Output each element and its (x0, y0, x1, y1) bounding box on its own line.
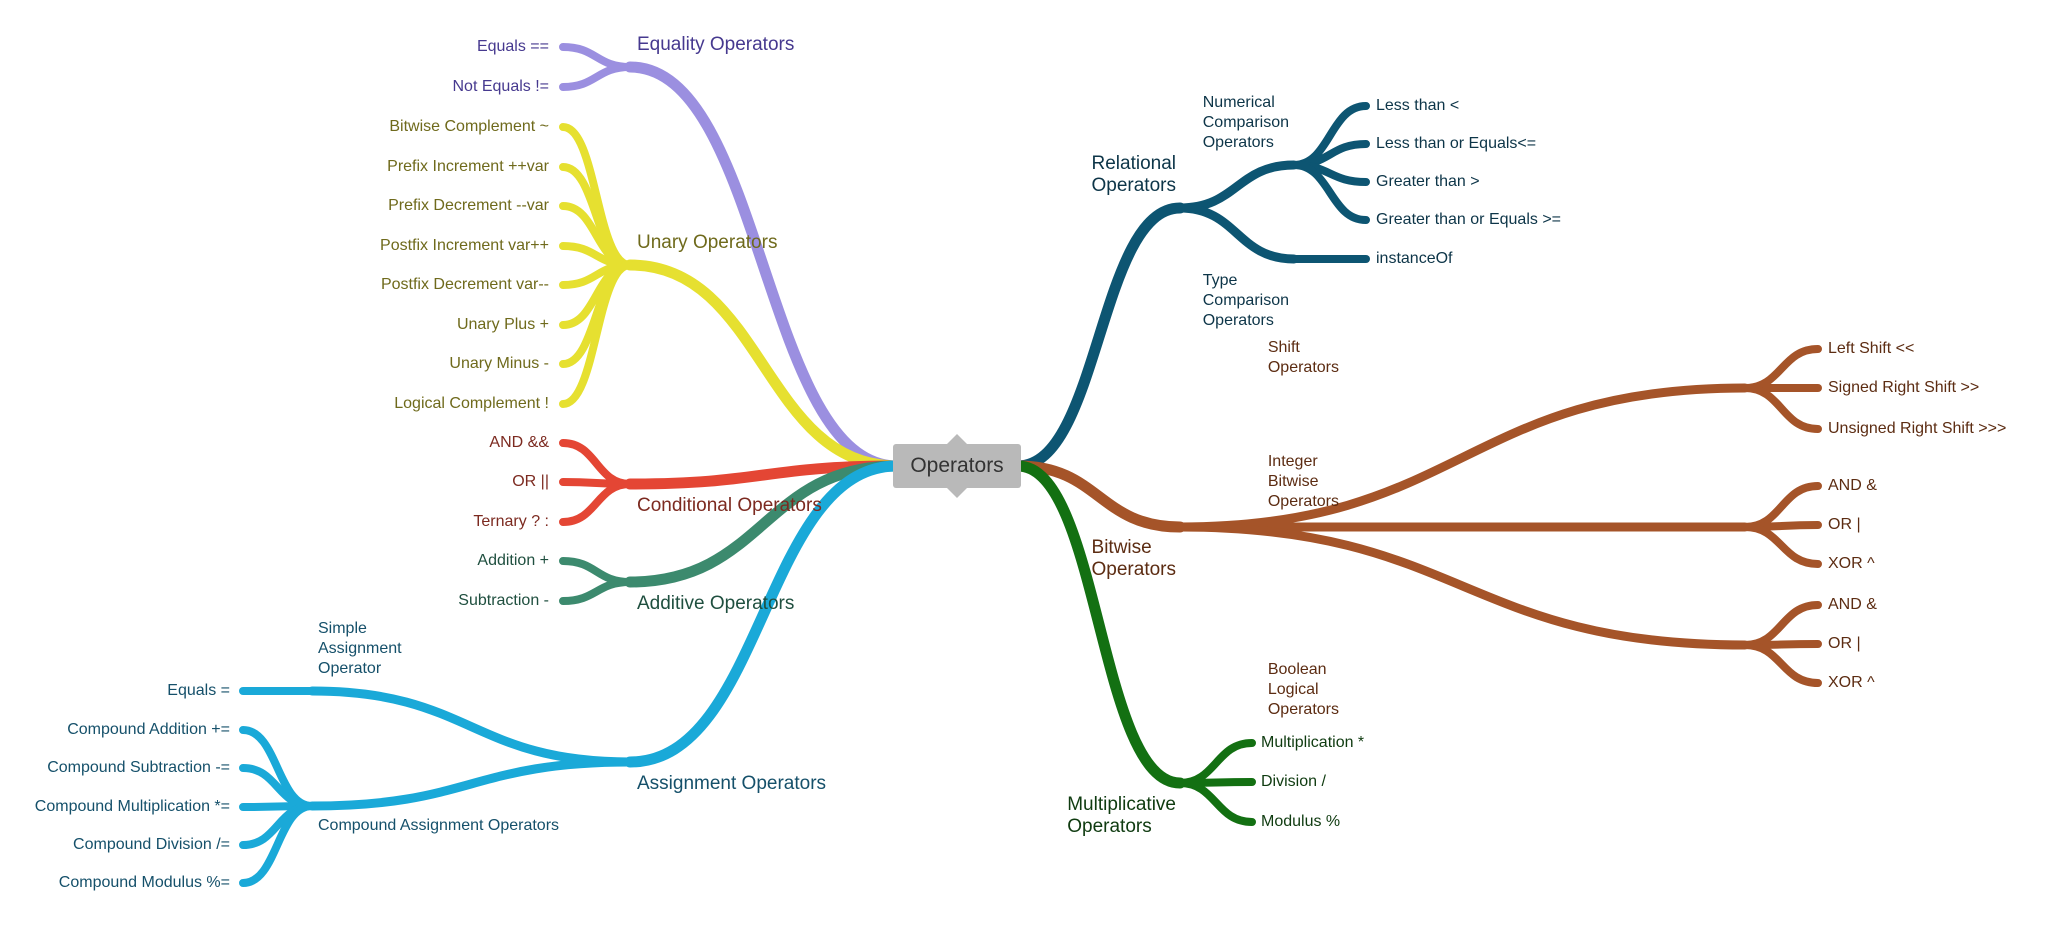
connector-unary (624, 259, 903, 472)
unary-leaf[interactable]: Postfix Increment var++ (380, 237, 549, 254)
connector-simple-assignment (307, 686, 635, 767)
connector-integer-leaf (1741, 523, 1822, 568)
central-topic-operators[interactable]: Operators (893, 434, 1021, 498)
relational-leaf-instanceof[interactable]: instanceOf (1376, 250, 1453, 267)
subtopic-boolean-logical[interactable]: Boolean Logical Operators (1267, 661, 1339, 718)
multiplicative-leaf[interactable]: Modulus % (1261, 813, 1341, 830)
connector-shift-leaf (1741, 345, 1822, 392)
relational-leaf[interactable]: Less than or Equals<= (1376, 135, 1537, 152)
conditional-leaf[interactable]: AND && (489, 434, 549, 451)
relational-leaf[interactable]: Greater than > (1376, 173, 1480, 190)
connector-conditional-leaf (559, 439, 634, 488)
connector-equality (624, 61, 903, 472)
unary-leaf[interactable]: Prefix Decrement --var (388, 197, 549, 214)
branch-assignment-operators[interactable]: Assignment Operators (637, 773, 827, 794)
bitwise-leaf[interactable]: XOR ^ (1828, 674, 1875, 691)
connector-compound-leaf (239, 802, 316, 887)
unary-leaf[interactable]: Postfix Decrement var-- (380, 276, 549, 293)
assignment-leaf[interactable]: Compound Subtraction -= (47, 759, 230, 776)
connector-integer-leaf (1741, 482, 1822, 531)
unary-leaf[interactable]: Unary Plus + (456, 316, 549, 333)
bitwise-leaf[interactable]: XOR ^ (1828, 555, 1875, 572)
assignment-leaf[interactable]: Compound Multiplication *= (34, 798, 230, 815)
additive-leaf[interactable]: Subtraction - (458, 592, 549, 609)
bitwise-leaf[interactable]: Unsigned Right Shift >>> (1828, 420, 2007, 437)
bitwise-leaf[interactable]: Signed Right Shift >> (1828, 379, 1980, 396)
connector-bitwise (1012, 460, 1186, 533)
connector-assignment (624, 460, 903, 768)
connector-multiplicative (1012, 460, 1186, 789)
branch-conditional-operators[interactable]: Conditional Operators (637, 495, 822, 516)
connector-compound-assignment (307, 757, 635, 811)
connector-relational (1012, 202, 1186, 472)
branch-additive-operators[interactable]: Additive Operators (637, 593, 795, 614)
connector-multiplicative-leaf (1176, 739, 1256, 787)
bitwise-leaf[interactable]: AND & (1828, 477, 1877, 494)
branch-unary-operators[interactable]: Unary Operators (637, 232, 778, 253)
connector-multiplicative-leaf (1176, 779, 1256, 826)
assignment-leaf[interactable]: Compound Modulus %= (58, 874, 230, 891)
subtopic-integer-bitwise[interactable]: Integer Bitwise Operators (1267, 453, 1339, 510)
equality-leaf-not-equals[interactable]: Not Equals != (452, 78, 550, 95)
connector-additive-leaf (559, 578, 634, 605)
connector-shift-leaf (1741, 384, 1822, 433)
unary-leaf[interactable]: Logical Complement ! (394, 395, 549, 412)
relational-leaf[interactable]: Greater than or Equals >= (1376, 211, 1561, 228)
subtopic-compound-assignment[interactable]: Compound Assignment Operators (318, 817, 560, 834)
bitwise-leaf[interactable]: Left Shift << (1828, 340, 1915, 357)
connector-numerical (1175, 160, 1299, 213)
connector-equality-leaf (559, 63, 634, 91)
multiplicative-leaf[interactable]: Multiplication * (1261, 734, 1365, 751)
connector-shift (1175, 383, 1750, 532)
connector-boolean-leaf (1741, 601, 1822, 649)
additive-leaf[interactable]: Addition + (477, 552, 549, 569)
connector-additive (624, 460, 903, 588)
bitwise-leaf[interactable]: OR | (1828, 516, 1861, 533)
central-topic-label: Operators (910, 454, 1004, 477)
bitwise-leaf[interactable]: AND & (1828, 596, 1877, 613)
branch-bitwise-operators[interactable]: Bitwise Operators (1091, 537, 1176, 580)
conditional-leaf[interactable]: OR || (512, 473, 549, 490)
connector-numerical-leaf (1290, 161, 1370, 224)
connector-conditional-leaf (559, 480, 634, 526)
multiplicative-leaf[interactable]: Division / (1261, 773, 1326, 790)
branch-equality-operators[interactable]: Equality Operators (637, 34, 795, 55)
unary-leaf[interactable]: Unary Minus - (449, 355, 549, 372)
connector-unary-leaf (559, 261, 634, 408)
relational-leaf[interactable]: Less than < (1376, 97, 1460, 114)
subtopic-simple-assignment[interactable]: Simple Assignment Operator (318, 620, 402, 677)
assignment-leaf-equals[interactable]: Equals = (167, 682, 230, 699)
connector-type (1175, 203, 1299, 264)
subtopic-numerical-comparison[interactable]: Numerical Comparison Operators (1202, 94, 1289, 151)
assignment-leaf[interactable]: Compound Addition += (67, 721, 230, 738)
assignment-leaf[interactable]: Compound Division /= (73, 836, 230, 853)
bitwise-leaf[interactable]: OR | (1828, 635, 1861, 652)
unary-leaf[interactable]: Prefix Increment ++var (387, 158, 549, 175)
subtopic-type-comparison[interactable]: Type Comparison Operators (1202, 272, 1289, 329)
branch-relational-operators[interactable]: Relational Operators (1091, 153, 1177, 196)
equality-leaf-equals[interactable]: Equals == (476, 38, 549, 55)
connector-boolean-leaf (1741, 641, 1822, 687)
conditional-leaf[interactable]: Ternary ? : (473, 513, 549, 530)
unary-leaf[interactable]: Bitwise Complement ~ (389, 118, 549, 135)
subtopic-shift-operators[interactable]: Shift Operators (1267, 339, 1339, 376)
connector-boolean (1175, 522, 1750, 650)
branch-multiplicative-operators[interactable]: Multiplicative Operators (1067, 794, 1176, 837)
